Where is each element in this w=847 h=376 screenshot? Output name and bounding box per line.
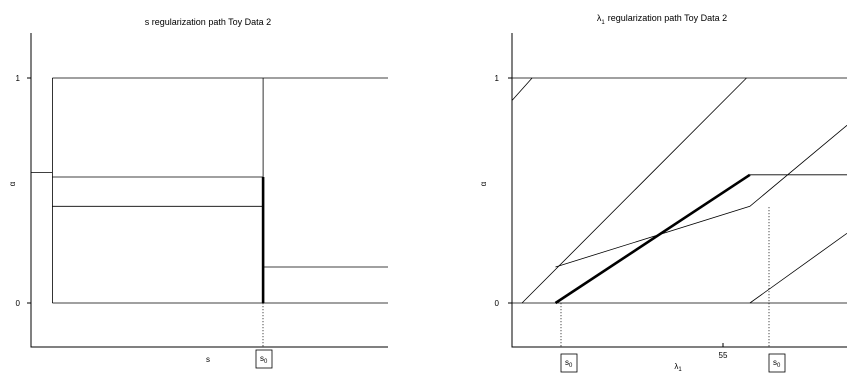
path-line — [555, 124, 847, 268]
y-tick-label: 0 — [495, 299, 500, 308]
path-line — [749, 232, 847, 304]
x-axis-label: λ1 — [674, 362, 682, 373]
marker-label: s0 — [773, 358, 781, 369]
y-axis-label: α — [8, 181, 17, 186]
marker-box — [768, 353, 786, 373]
highlighted-path-line — [554, 173, 751, 305]
chart-title: s regularization path Toy Data 2 — [145, 17, 271, 27]
marker-label: s0 — [565, 358, 573, 369]
marker-label: s0 — [260, 354, 268, 365]
axes-frame — [30, 33, 388, 348]
y-tick-label: 1 — [495, 74, 500, 83]
marker-box — [560, 353, 578, 373]
x-tick-label: 55 — [719, 351, 728, 360]
path-line — [511, 77, 533, 101]
y-tick-label: 1 — [16, 74, 21, 83]
chart-left: s regularization path Toy Data 2 1 0 s α… — [8, 17, 388, 369]
y-tick-label: 0 — [16, 299, 21, 308]
path-line — [521, 77, 747, 304]
y-axis-label: α — [479, 181, 488, 186]
plot-area — [511, 77, 847, 305]
marker-box — [255, 349, 273, 369]
axes-frame — [511, 33, 847, 348]
plot-area — [31, 77, 388, 304]
x-axis-label: s — [206, 355, 210, 364]
